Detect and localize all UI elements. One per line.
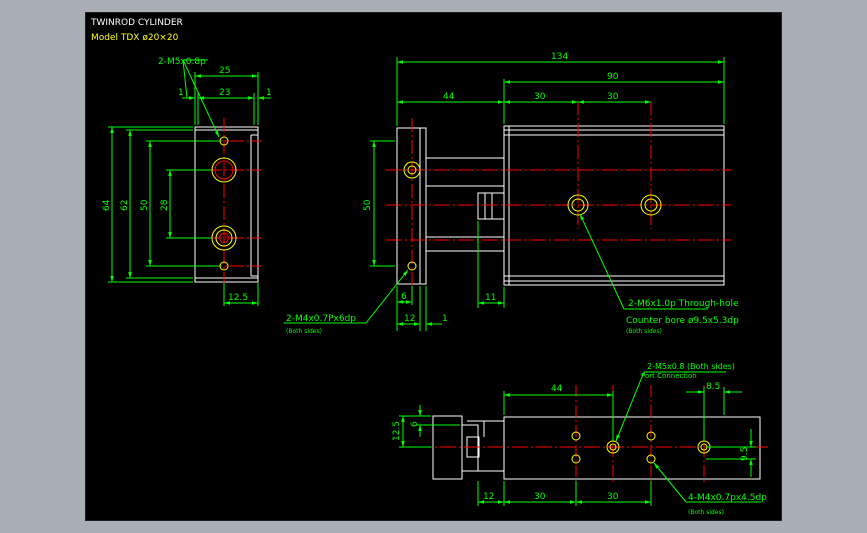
dim-front-6: 6 <box>401 292 407 302</box>
dim-end-23: 23 <box>219 88 230 98</box>
dim-end-62: 62 <box>120 200 130 211</box>
dim-bottom-30a: 30 <box>534 492 546 502</box>
bottom-tap-hole-3 <box>646 431 656 441</box>
dim-end-1-left: 1 <box>178 88 184 98</box>
bottom-end-plate <box>432 415 463 480</box>
dim-bottom-6: 6 <box>410 421 420 427</box>
dim-bottom-44: 44 <box>551 384 563 394</box>
dim-end-64: 64 <box>102 199 112 211</box>
end-rod-bore-top <box>214 160 234 180</box>
dim-front-12: 12 <box>404 314 415 324</box>
front-counterbore-1 <box>567 194 589 216</box>
front-counterbore-2 <box>640 194 662 216</box>
front-callout-through-1: 2-M6x1.0p Through-hole <box>628 299 739 309</box>
cad-viewport[interactable]: TWINROD CYLINDER Model TDX ø20×20 <box>85 12 782 521</box>
dim-front-30b: 30 <box>607 92 619 102</box>
bottom-callout-port: 2-M5x0.8 (Both sides) <box>647 362 735 371</box>
dim-front-30a: 30 <box>534 92 546 102</box>
bottom-cylinder-body <box>503 416 761 480</box>
dim-end-25: 25 <box>219 66 230 76</box>
end-callout-port: 2-M5x0.8p <box>158 57 206 67</box>
title-block: TWINROD CYLINDER Model TDX ø20×20 <box>90 18 183 43</box>
dim-front-44: 44 <box>443 92 455 102</box>
front-end-plate <box>396 127 427 285</box>
bottom-view: 44 8.5 12 30 30 12.5 6 9.5 2-M5x0.8 (Bot… <box>392 362 768 516</box>
dim-front-11: 11 <box>485 293 496 303</box>
bottom-callout-tap: 4-M4x0.7px4.5dp <box>688 493 767 503</box>
dim-end-12-5: 12.5 <box>228 293 248 303</box>
front-tap-hole-bottom <box>407 261 417 271</box>
dim-front-1: 1 <box>442 314 448 324</box>
bottom-tap-hole-1 <box>571 431 581 441</box>
front-callout-tap: 2-M4x0.7Px6dp <box>286 314 356 324</box>
drawing-title: TWINROD CYLINDER <box>90 18 183 28</box>
dim-front-50: 50 <box>363 199 373 211</box>
bottom-tap-hole-4 <box>646 454 656 464</box>
front-tap-hole-top <box>403 161 421 179</box>
model-label: Model TDX ø20×20 <box>91 33 179 43</box>
front-view: 134 90 44 30 30 6 12 1 11 50 2-M4x0.7Px6… <box>284 52 739 335</box>
dim-front-134: 134 <box>551 52 568 62</box>
bottom-callout-port-2: Port Connection <box>641 372 697 380</box>
technical-drawing: TWINROD CYLINDER Model TDX ø20×20 <box>90 18 768 516</box>
front-callout-tap-note: (Both sides) <box>286 328 322 335</box>
front-callout-through-2: Counter bore ø9.5x5.3dp <box>626 316 739 326</box>
dim-end-28: 28 <box>160 199 170 211</box>
dim-bottom-30b: 30 <box>607 492 619 502</box>
end-view: 2-M5x0.8p 25 23 1 1 12.5 64 62 50 28 <box>102 57 272 306</box>
dim-front-90: 90 <box>607 72 619 82</box>
front-callout-through-note: (Both sides) <box>626 328 662 335</box>
dim-bottom-8-5: 8.5 <box>706 382 720 392</box>
end-view-outline <box>194 126 259 283</box>
dim-bottom-12-5: 12.5 <box>392 421 402 441</box>
dim-end-50: 50 <box>140 199 150 211</box>
dim-bottom-9-5: 9.5 <box>740 447 750 461</box>
bottom-tap-hole-2 <box>571 454 581 464</box>
dim-bottom-12: 12 <box>483 492 494 502</box>
bottom-callout-tap-note: (Both sides) <box>688 509 724 516</box>
dim-end-1-right: 1 <box>266 88 272 98</box>
